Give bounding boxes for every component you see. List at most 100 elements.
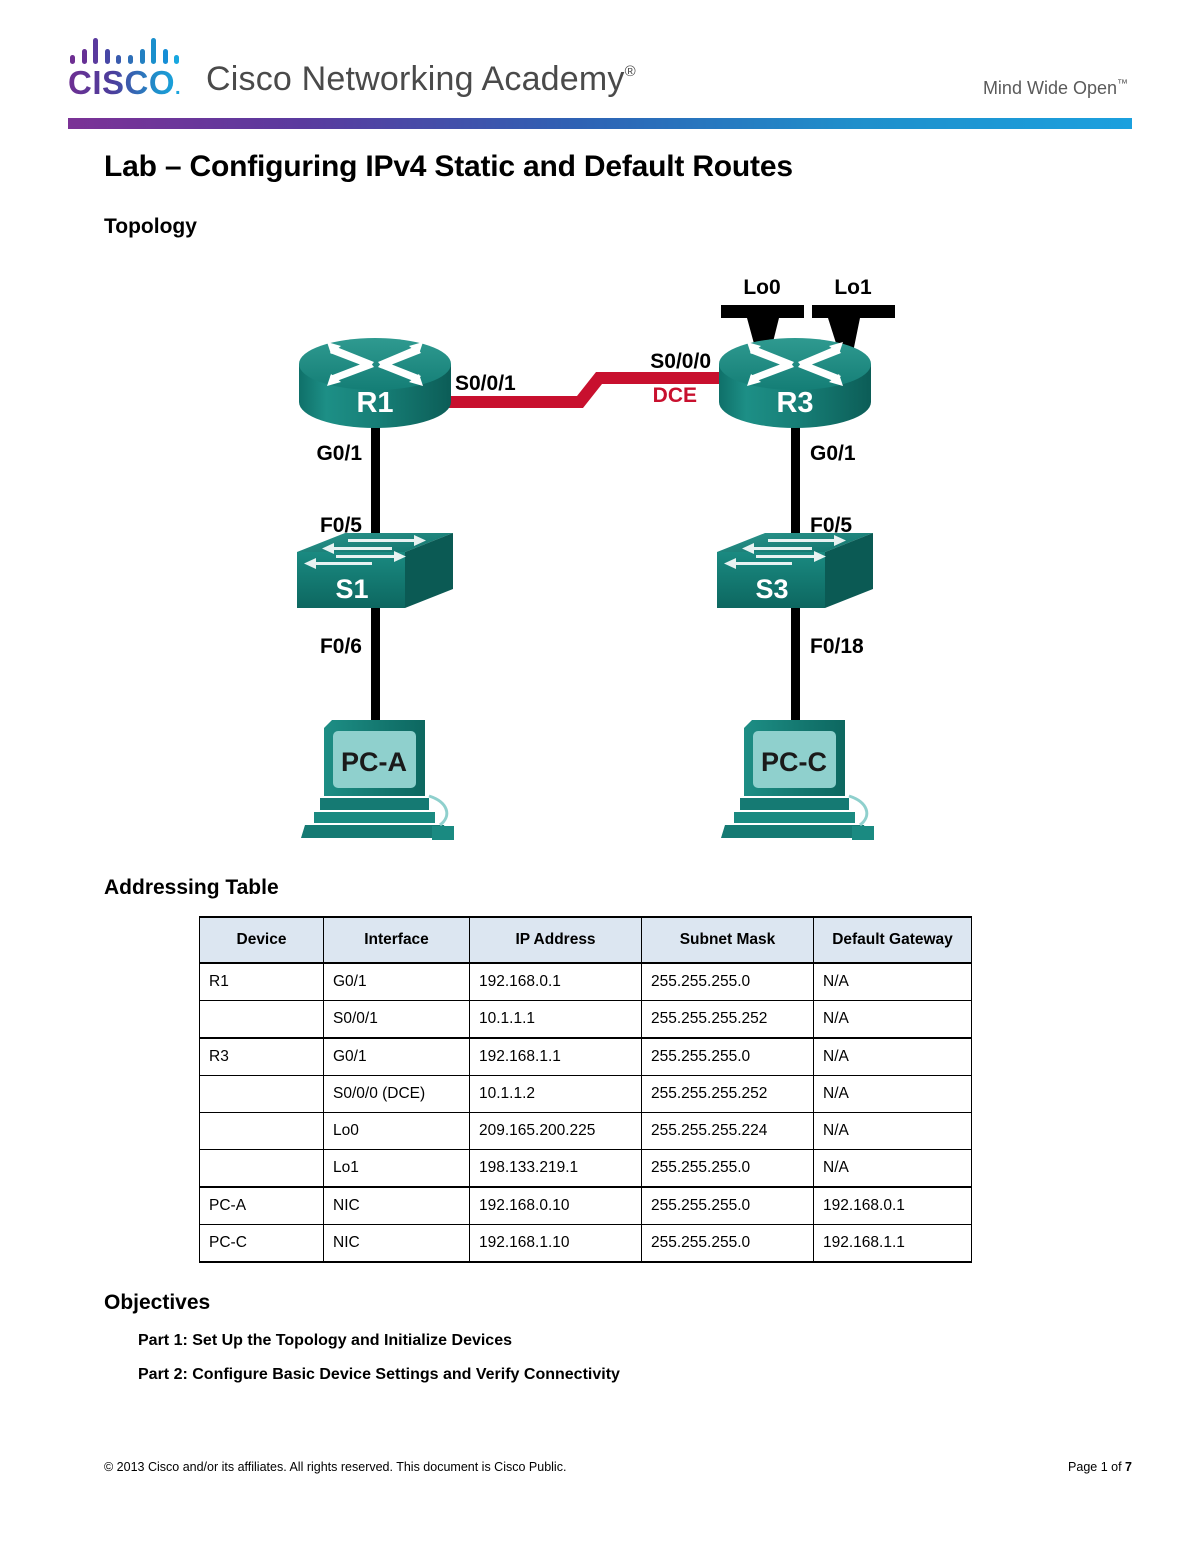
objective-part-1: Part 1: Set Up the Topology and Initiali… — [138, 1332, 512, 1349]
pc-a-icon — [301, 720, 454, 840]
objective-part-2: Part 2: Configure Basic Device Settings … — [138, 1366, 620, 1383]
cell-device: R1 — [199, 962, 324, 1001]
pc-c-label: PC-C — [761, 747, 827, 777]
page-header: CISCO. Cisco Networking Academy® Mind Wi… — [0, 0, 1200, 132]
cell-ip-address: 209.165.200.225 — [469, 1112, 642, 1150]
tagline-text: Mind Wide Open — [982, 78, 1117, 98]
cell-interface: Lo0 — [323, 1112, 470, 1150]
column-header-ip-address: IP Address — [469, 916, 642, 964]
interface-label-s3-f0-18: F0/18 — [810, 635, 864, 658]
cell-device — [199, 1149, 324, 1188]
cell-default-gateway: 192.168.0.1 — [813, 1186, 972, 1225]
interface-label-lo0: Lo0 — [743, 276, 780, 299]
networking-academy-title: Cisco Networking Academy® — [206, 60, 636, 99]
router-r3-icon — [719, 338, 871, 428]
cisco-logo-wordmark: CISCO. — [68, 64, 181, 107]
cell-default-gateway: N/A — [813, 1112, 972, 1150]
cell-subnet-mask: 255.255.255.0 — [641, 1149, 814, 1188]
router-r3-label: R3 — [776, 387, 813, 419]
academy-title-text: Cisco Networking Academy — [206, 60, 625, 98]
cell-default-gateway: N/A — [813, 1000, 972, 1039]
addressing-table-heading: Addressing Table — [104, 876, 279, 899]
footer-copyright: © 2013 Cisco and/or its affiliates. All … — [104, 1460, 567, 1474]
cell-ip-address: 192.168.0.10 — [469, 1186, 642, 1225]
footer-page-number: Page 1 of 7 — [1068, 1460, 1132, 1474]
cell-interface: G0/1 — [323, 962, 470, 1001]
cell-device: R3 — [199, 1037, 324, 1076]
page-title: Lab – Configuring IPv4 Static and Defaul… — [104, 150, 793, 183]
column-header-device: Device — [199, 916, 324, 964]
cell-ip-address: 192.168.0.1 — [469, 962, 642, 1001]
cell-device — [199, 1075, 324, 1113]
interface-label-r1-s0-0-1: S0/0/1 — [455, 372, 516, 395]
cell-device — [199, 1000, 324, 1039]
page-prefix: Page 1 of — [1068, 1460, 1126, 1474]
switch-s1-icon — [297, 533, 453, 608]
cell-device — [199, 1112, 324, 1150]
cisco-logo-dot: . — [175, 77, 182, 99]
cell-interface: NIC — [323, 1224, 470, 1263]
cell-ip-address: 192.168.1.1 — [469, 1037, 642, 1076]
cell-interface: Lo1 — [323, 1149, 470, 1188]
interface-label-lo1: Lo1 — [834, 276, 872, 299]
cisco-logo: CISCO. — [68, 38, 186, 106]
cell-subnet-mask: 255.255.255.0 — [641, 1224, 814, 1263]
cell-default-gateway: N/A — [813, 1075, 972, 1113]
objectives-heading: Objectives — [104, 1291, 211, 1314]
switch-s1-label: S1 — [335, 574, 368, 604]
cell-interface: NIC — [323, 1186, 470, 1225]
cell-subnet-mask: 255.255.255.0 — [641, 962, 814, 1001]
cell-interface: S0/0/1 — [323, 1000, 470, 1039]
router-r1-icon — [299, 338, 451, 428]
cell-ip-address: 10.1.1.1 — [469, 1000, 642, 1039]
column-header-subnet-mask: Subnet Mask — [641, 916, 814, 964]
interface-label-r3-s0-0-0: S0/0/0 — [650, 350, 711, 373]
addressing-table: Device Interface IP Address Subnet Mask … — [199, 916, 972, 1263]
column-header-default-gateway: Default Gateway — [813, 916, 972, 964]
switch-s3-label: S3 — [755, 574, 788, 604]
cell-ip-address: 198.133.219.1 — [469, 1149, 642, 1188]
table-header-row: Device Interface IP Address Subnet Mask … — [199, 916, 972, 964]
pc-c-icon — [721, 720, 874, 840]
switch-s3-icon — [717, 533, 873, 608]
registered-mark: ® — [624, 63, 636, 80]
cell-subnet-mask: 255.255.255.0 — [641, 1037, 814, 1076]
cisco-tagline: Mind Wide Open™ — [983, 78, 1128, 99]
page-total: 7 — [1125, 1460, 1132, 1474]
cell-default-gateway: N/A — [813, 1149, 972, 1188]
cell-default-gateway: N/A — [813, 1037, 972, 1076]
topology-section-heading: Topology — [104, 215, 197, 238]
cell-subnet-mask: 255.255.255.224 — [641, 1112, 814, 1150]
dce-label: DCE — [653, 384, 697, 407]
cell-subnet-mask: 255.255.255.252 — [641, 1075, 814, 1113]
interface-label-s1-f0-5: F0/5 — [320, 514, 362, 537]
addressing-table-container: Device Interface IP Address Subnet Mask … — [199, 916, 972, 1263]
trademark-mark: ™ — [1117, 78, 1128, 90]
cell-device: PC-C — [199, 1224, 324, 1263]
cisco-logo-text: CISCO — [68, 64, 176, 101]
cell-interface: G0/1 — [323, 1037, 470, 1076]
column-header-interface: Interface — [323, 916, 470, 964]
pc-a-label: PC-A — [341, 747, 407, 777]
interface-label-s3-f0-5: F0/5 — [810, 514, 852, 537]
network-topology-diagram: R1 R3 S1 S3 PC-A PC-C Lo0 Lo1 S0/0/1 S0/… — [0, 250, 1200, 860]
interface-label-r3-g0-1: G0/1 — [810, 442, 856, 465]
cell-ip-address: 192.168.1.10 — [469, 1224, 642, 1263]
cell-subnet-mask: 255.255.255.252 — [641, 1000, 814, 1039]
router-r1-label: R1 — [356, 387, 393, 419]
cell-default-gateway: 192.168.1.1 — [813, 1224, 972, 1263]
cell-subnet-mask: 255.255.255.0 — [641, 1186, 814, 1225]
cell-ip-address: 10.1.1.2 — [469, 1075, 642, 1113]
cell-interface: S0/0/0 (DCE) — [323, 1075, 470, 1113]
cisco-logo-bars-icon — [70, 38, 184, 64]
cell-device: PC-A — [199, 1186, 324, 1225]
interface-label-s1-f0-6: F0/6 — [320, 635, 362, 658]
